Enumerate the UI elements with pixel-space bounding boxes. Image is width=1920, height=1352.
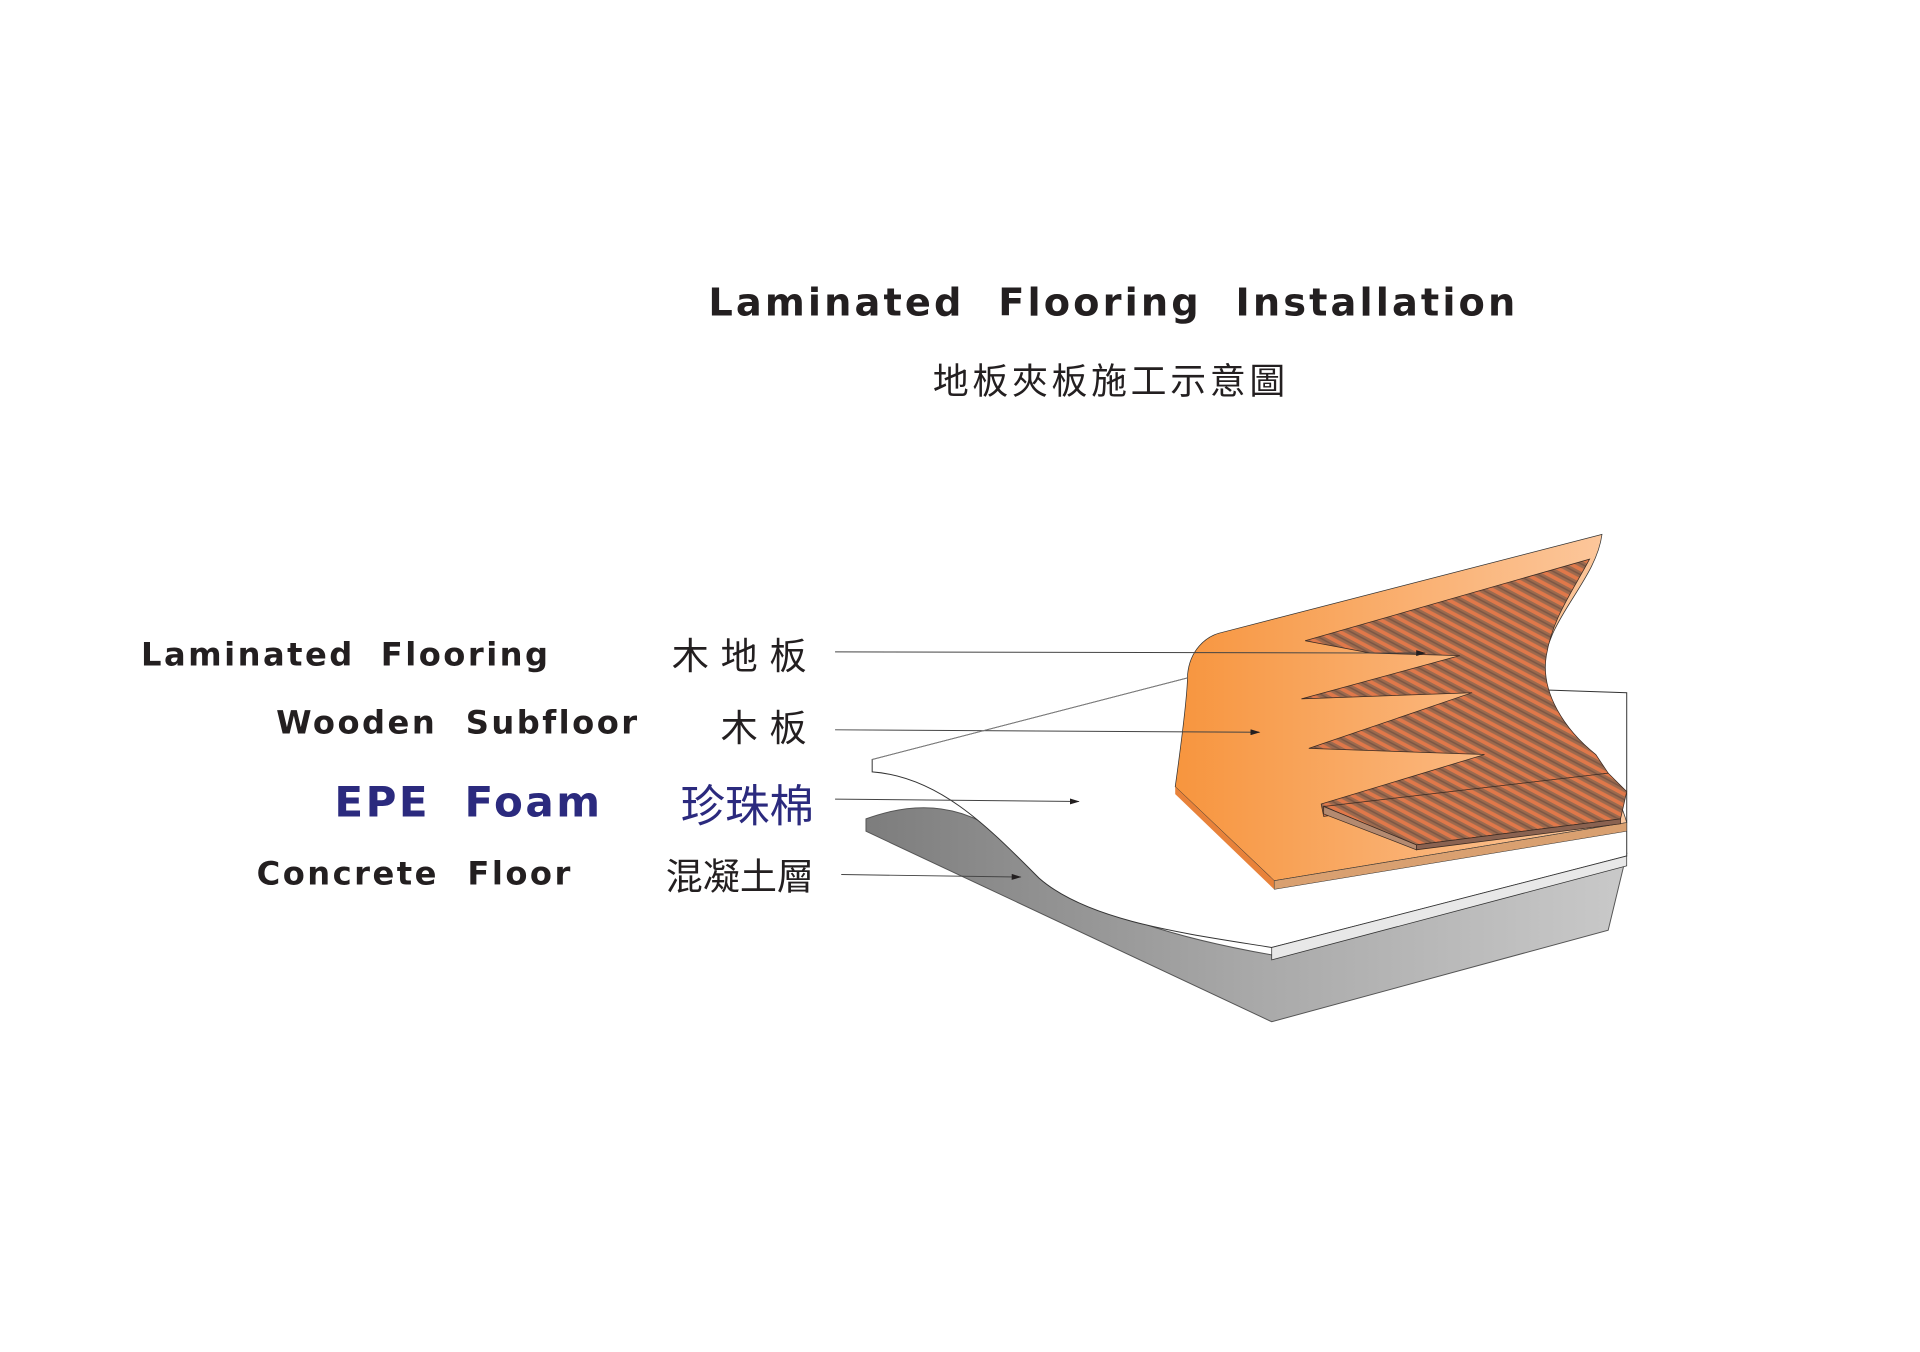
- leader-subfloor: [835, 729, 1261, 736]
- label-epe-foam-zh: 珍珠棉: [680, 780, 814, 832]
- laminated-flooring-layer: [1301, 558, 1628, 851]
- label-laminated-flooring-zh: 木 地 板: [672, 635, 807, 678]
- label-epe-foam-en: EPE Foam: [334, 777, 602, 826]
- label-wooden-subfloor-zh: 木 板: [721, 707, 807, 750]
- label-laminated-flooring-en: Laminated Flooring: [141, 635, 551, 673]
- label-concrete-floor-zh: 混凝土層: [666, 855, 814, 898]
- label-wooden-subfloor-en: Wooden Subfloor: [276, 704, 640, 742]
- leader-foam: [835, 798, 1080, 805]
- diagram-title: Laminated Flooring Installation: [708, 280, 1518, 325]
- label-concrete-floor-en: Concrete Floor: [257, 854, 573, 892]
- diagram-subtitle: 地板夾板施工示意圖: [933, 361, 1289, 402]
- leader-laminated: [835, 650, 1427, 657]
- leader-concrete: [841, 873, 1022, 880]
